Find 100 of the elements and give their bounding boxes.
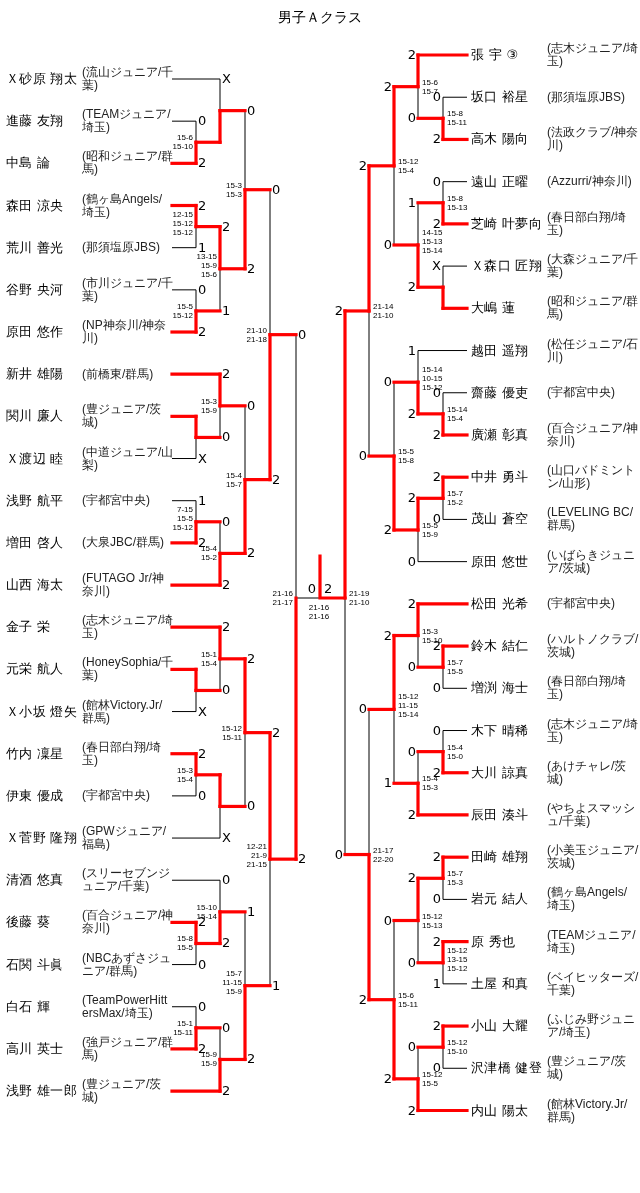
player-name: 中島 論 [6,154,51,173]
club-name: (NP神奈川/神奈川) [82,319,167,345]
club-name: (流山ジュニア/千葉) [82,66,174,92]
sets-won: 0 [407,954,416,970]
player-name: 伊東 優成 [6,786,64,805]
player-name: 浅野 雄一郎 [6,1082,77,1101]
sets-won: 1 [407,194,416,210]
club-name: (あけチャレ/茨城) [547,759,628,786]
club-name: (ベイヒッターズ/千葉) [547,970,639,997]
game-scores: 12-21 21-9 21-15 [245,841,267,869]
game-scores: 15-7 11-15 15-9 [221,968,242,996]
game-scores: 15-8 15-5 [176,934,193,953]
sets-won: 0 [222,429,231,445]
game-scores: 21-16 21-16 [308,603,330,621]
sets-won: 0 [198,787,207,803]
player-name: 田崎 雄翔 [471,848,529,867]
player-name: 大嶋 蓮 [471,299,516,318]
club-name: (那須塩原JBS) [82,241,161,255]
club-name: (昭和ジュニア/群馬) [547,295,639,322]
sets-won: 2 [407,490,416,506]
player-name: Ｘ菅野 隆翔 [6,829,77,848]
sets-won: 2 [432,131,441,147]
sets-won: 2 [383,521,392,537]
game-scores: 12-15 15-12 15-12 [171,209,193,237]
sets-won: 0 [407,553,416,569]
player-name: 鈴木 結仁 [471,637,529,656]
player-name: 山西 海太 [6,576,64,595]
game-scores: 13-15 15-9 15-6 [195,251,217,279]
club-name: (宇都宮中央) [547,597,616,611]
player-name: 増田 啓人 [6,533,64,552]
game-scores: 15-12 13-15 15-12 [447,945,469,973]
club-name: (志木ジュニア/埼玉) [82,614,174,641]
player-name: 谷野 央河 [6,280,64,299]
club-name: (豊ジュニア/茨城) [82,403,163,430]
player-name: 齋藤 優吏 [471,383,529,402]
club-name: (百合ジュニア/神奈川) [82,909,174,936]
player-name: 浅野 航平 [6,491,64,510]
bracket-title: 男子Ａクラス [278,9,362,27]
club-name: (法政クラブ/神奈川) [547,126,639,153]
player-name: 中井 勇斗 [471,468,529,487]
club-name: (宇都宮中央) [82,789,151,803]
club-name: (春日部白翔/埼玉) [547,210,628,237]
club-name: (Azzurri/神奈川) [547,175,633,189]
sets-won: 0 [307,581,316,596]
sets-won: 2 [247,260,256,276]
player-name: 進藤 友翔 [6,112,64,131]
sets-won: 0 [407,659,416,675]
club-name: (志木ジュニア/埼玉) [547,42,639,68]
player-name: 茂山 蒼空 [471,510,529,529]
player-name: 高木 陽向 [471,130,529,149]
club-name: (FUTAGO Jr/神奈川) [82,572,165,599]
sets-won: 2 [298,851,307,867]
club-name: (那須塩原JBS) [547,90,626,104]
club-name: (館林Victory.Jr/群馬) [547,1097,629,1124]
player-name: 越田 遥翔 [471,341,529,360]
game-scores: 15-12 15-4 [398,156,420,175]
game-scores: 15-12 15-13 [422,911,444,930]
player-name: 金子 栄 [6,618,51,637]
club-name: (ふじみ野ジュニア/埼玉) [547,1013,636,1040]
sets-won: 2 [222,577,231,593]
player-name: 新井 雄陽 [6,365,64,384]
club-name: (豊ジュニア/茨城) [547,1055,628,1082]
sets-won: 2 [222,1083,231,1099]
player-name: Ｘ森口 匠翔 [471,257,542,276]
club-name: (スリーセブンジュニア/千葉) [82,867,171,894]
sets-won: 0 [247,397,256,413]
club-name: (志木ジュニア/埼玉) [547,717,639,744]
sets-won: 0 [358,448,367,464]
player-name: 荒川 善光 [6,238,64,257]
game-scores: 15-5 15-8 [398,447,415,466]
player-name: 岩元 結人 [471,890,529,909]
sets-won: 2 [358,157,367,173]
sets-won: 0 [432,891,441,907]
game-scores: 15-12 15-11 [220,723,242,742]
sets-won: 0 [334,846,343,862]
player-name: 芝崎 叶夢向 [471,214,542,233]
sets-won: 1 [222,302,231,318]
sets-won: 0 [222,872,231,888]
game-scores: 15-3 15-3 [225,180,242,199]
sets-won: 2 [358,991,367,1007]
game-scores: 15-1 15-4 [200,649,217,668]
player-name: 増渕 海士 [471,679,529,698]
club-name: (TEAMジュニア/埼玉) [547,928,637,955]
player-name: 関川 廉人 [6,407,64,426]
sets-won: 0 [407,743,416,759]
player-name: 土屋 和真 [471,974,529,993]
club-name: (松任ジュニア/石川) [547,337,639,364]
sets-won: 1 [407,342,416,358]
player-name: 石関 斗眞 [6,955,64,974]
game-scores: 15-8 15-11 [447,109,468,128]
sets-won: 0 [222,513,231,529]
player-name: 松田 光希 [471,594,529,613]
game-scores: 15-3 15-9 [200,396,217,415]
sets-won: X [198,703,207,719]
game-scores: 15-14 15-4 [447,404,469,423]
player-name: Ｘ渡辺 睦 [6,449,64,468]
player-name: 原田 悠作 [6,323,64,341]
club-name: (やちよスマッシュ/千葉) [547,801,636,828]
sets-won: 2 [222,366,231,382]
club-name: (ハルトノクラブ/茨城) [547,633,639,660]
